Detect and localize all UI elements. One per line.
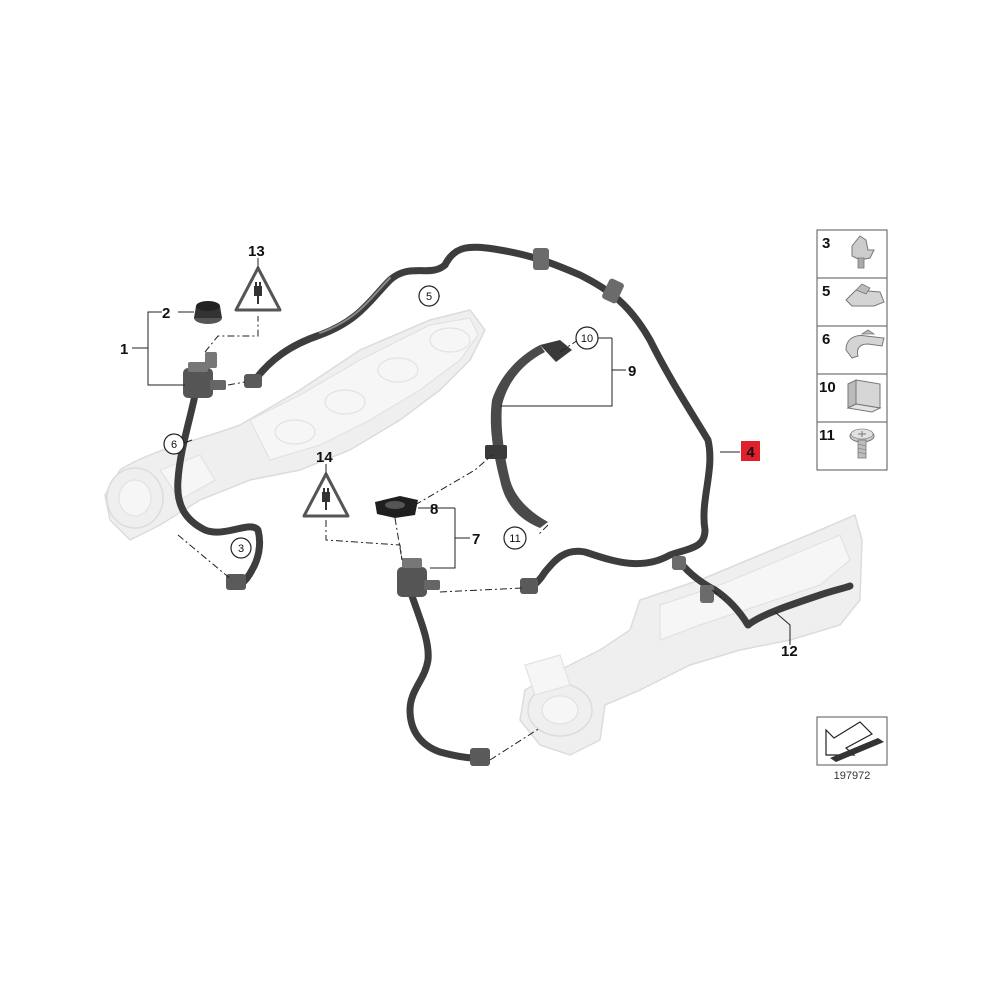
dash-line: [177, 534, 233, 581]
clip-icon: [846, 379, 882, 413]
leader-line: [183, 439, 193, 444]
callout-8: 8: [430, 501, 438, 518]
dash-line: [537, 524, 549, 536]
reference-arrow-icon: [816, 716, 888, 766]
bracket-9: [485, 340, 572, 528]
leader-line: [147, 311, 162, 348]
dash-line: [204, 316, 259, 353]
reference-number: 197972: [834, 770, 871, 782]
hose-coupling: [533, 248, 549, 270]
electrical-warning-icon: [302, 472, 350, 518]
intake-manifold-right-ghost: [519, 513, 863, 756]
callout-4-highlight: [741, 441, 760, 461]
hose-tee: [672, 556, 686, 570]
legend-number: 6: [822, 331, 830, 348]
legend-number: 3: [822, 235, 830, 252]
callout-12: 12: [781, 643, 798, 660]
callout-circle: [418, 285, 440, 307]
callout-circle: [575, 326, 599, 350]
legend-number: 5: [822, 283, 830, 300]
intake-manifold-left-ghost: [104, 309, 486, 541]
dash-line: [414, 454, 493, 506]
cap-8: [375, 496, 418, 518]
callout-5: 5: [426, 291, 432, 303]
hose-connector: [470, 748, 490, 766]
legend-number: 10: [819, 379, 836, 396]
screw-icon: [849, 428, 875, 459]
callout-9: 9: [628, 363, 636, 380]
dash-line: [227, 381, 246, 386]
valve-1: [183, 352, 226, 398]
callout-11: 11: [509, 533, 520, 545]
callout-7: 7: [472, 531, 480, 548]
callout-4: 4: [746, 444, 755, 461]
hose-connector: [226, 574, 246, 590]
electrical-warning-icon: [234, 266, 282, 312]
callout-circle: [163, 433, 185, 455]
clip-icon: [845, 329, 885, 359]
hose-end-left-manifold: [244, 374, 262, 388]
hose-coupling: [602, 278, 624, 304]
leader-line: [500, 338, 613, 407]
dash-line: [394, 517, 403, 561]
dash-line: [439, 587, 523, 593]
leader-line: [774, 611, 791, 645]
callout-circle: [230, 537, 252, 559]
hose-12-branch: [672, 556, 854, 629]
cap-2: [194, 301, 222, 324]
callout-13: 13: [248, 243, 265, 260]
dash-line: [711, 589, 726, 601]
callout-14: 14: [316, 449, 333, 466]
callout-10: 10: [581, 333, 593, 345]
callout-circle: [503, 526, 527, 550]
callout-2: 2: [162, 305, 170, 322]
dash-line: [325, 520, 403, 561]
clip-icon: [851, 235, 875, 269]
legend-number: 11: [819, 427, 835, 444]
hose-6-left: [174, 391, 264, 590]
parts-legend: 3 5 6 10 11: [816, 229, 888, 471]
valve-7: [397, 558, 440, 597]
callout-3: 3: [238, 543, 244, 555]
hose-end-right: [520, 578, 538, 594]
hose-tee: [700, 585, 714, 603]
callout-6: 6: [171, 439, 177, 451]
leader-line: [430, 508, 456, 569]
clip-icon: [845, 283, 885, 307]
dash-line: [489, 727, 541, 761]
hose-lower-center: [406, 586, 490, 766]
hose-4-main-loop: [251, 243, 714, 592]
leader-line: [147, 348, 185, 386]
dash-line: [559, 339, 579, 353]
callout-1: 1: [120, 341, 128, 358]
